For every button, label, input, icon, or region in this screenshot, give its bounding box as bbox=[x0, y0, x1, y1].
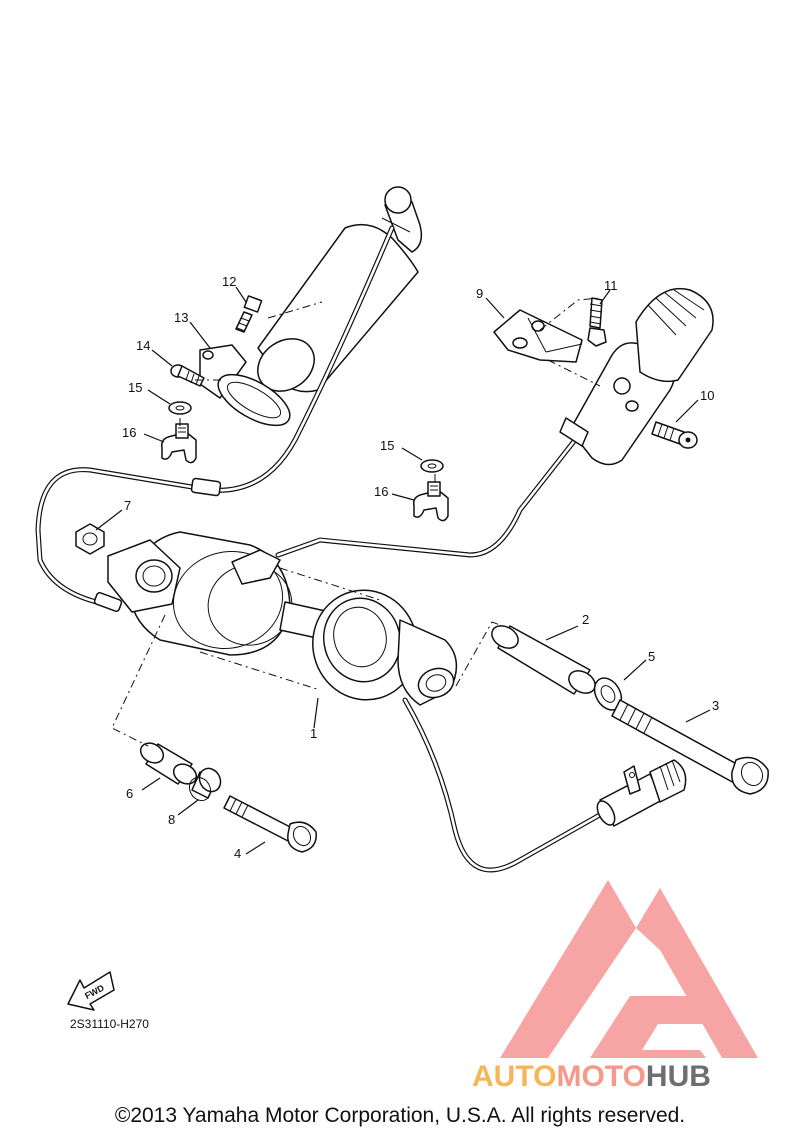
bolt-12 bbox=[235, 295, 263, 333]
callout-12: 12 bbox=[222, 274, 236, 289]
callout-13: 13 bbox=[174, 310, 188, 325]
callout-16b: 16 bbox=[374, 484, 388, 499]
logo-text-moto: MOTO bbox=[556, 1060, 645, 1093]
diagram-reference-code: 2S31110-H270 bbox=[70, 1017, 149, 1031]
reservoir-hose bbox=[35, 225, 395, 612]
callouts: 1 2 3 4 5 6 7 8 9 10 11 12 13 14 15 16 1… bbox=[122, 274, 719, 861]
callout-15a: 15 bbox=[128, 380, 142, 395]
bushing-8 bbox=[188, 767, 222, 802]
fwd-arrow: FWD bbox=[67, 971, 115, 1011]
rebound-adjuster-hose bbox=[402, 697, 615, 873]
bolt-11 bbox=[587, 297, 607, 347]
bolt-14 bbox=[170, 364, 205, 387]
callout-16a: 16 bbox=[122, 425, 136, 440]
callout-3: 3 bbox=[712, 698, 719, 713]
callout-8: 8 bbox=[168, 812, 175, 827]
bolt-10 bbox=[651, 421, 698, 449]
washer-15a bbox=[168, 401, 192, 415]
logo-text-hub: HUB bbox=[646, 1060, 711, 1093]
preload-adjuster bbox=[559, 288, 714, 466]
leader-lines bbox=[95, 286, 711, 855]
callout-14: 14 bbox=[136, 338, 150, 353]
bolt-4 bbox=[223, 795, 317, 853]
nut-7 bbox=[75, 523, 105, 555]
collar-2 bbox=[491, 625, 596, 695]
clip-16a bbox=[160, 423, 197, 464]
collar-6 bbox=[139, 742, 198, 785]
logo-triangle-icon bbox=[500, 880, 758, 1058]
assembly-lines bbox=[111, 297, 601, 747]
callout-11: 11 bbox=[604, 278, 618, 293]
shock-absorber bbox=[107, 531, 458, 706]
copyright-notice: ©2013 Yamaha Motor Corporation, U.S.A. A… bbox=[114, 1104, 686, 1127]
callout-4: 4 bbox=[234, 846, 241, 861]
preload-adjuster-hose bbox=[275, 437, 578, 558]
callout-15b: 15 bbox=[380, 438, 394, 453]
callout-6: 6 bbox=[126, 786, 133, 801]
callout-9: 9 bbox=[476, 286, 483, 301]
automotohub-watermark: AUTOMOTOHUB bbox=[472, 880, 758, 1093]
remote-reservoir bbox=[257, 186, 423, 393]
callout-10: 10 bbox=[700, 388, 714, 403]
callout-2: 2 bbox=[582, 612, 589, 627]
washer-15b bbox=[420, 459, 444, 473]
rebound-adjuster bbox=[596, 759, 687, 827]
callout-7: 7 bbox=[124, 498, 131, 513]
clip-16b bbox=[412, 481, 449, 522]
bracket-9 bbox=[493, 309, 583, 363]
callout-1: 1 bbox=[310, 726, 317, 741]
bolt-3 bbox=[611, 699, 769, 795]
svg-text:AUTOMOTOHUB: AUTOMOTOHUB bbox=[472, 1060, 711, 1093]
callout-5: 5 bbox=[648, 649, 655, 664]
logo-text-auto: AUTO bbox=[472, 1060, 556, 1093]
